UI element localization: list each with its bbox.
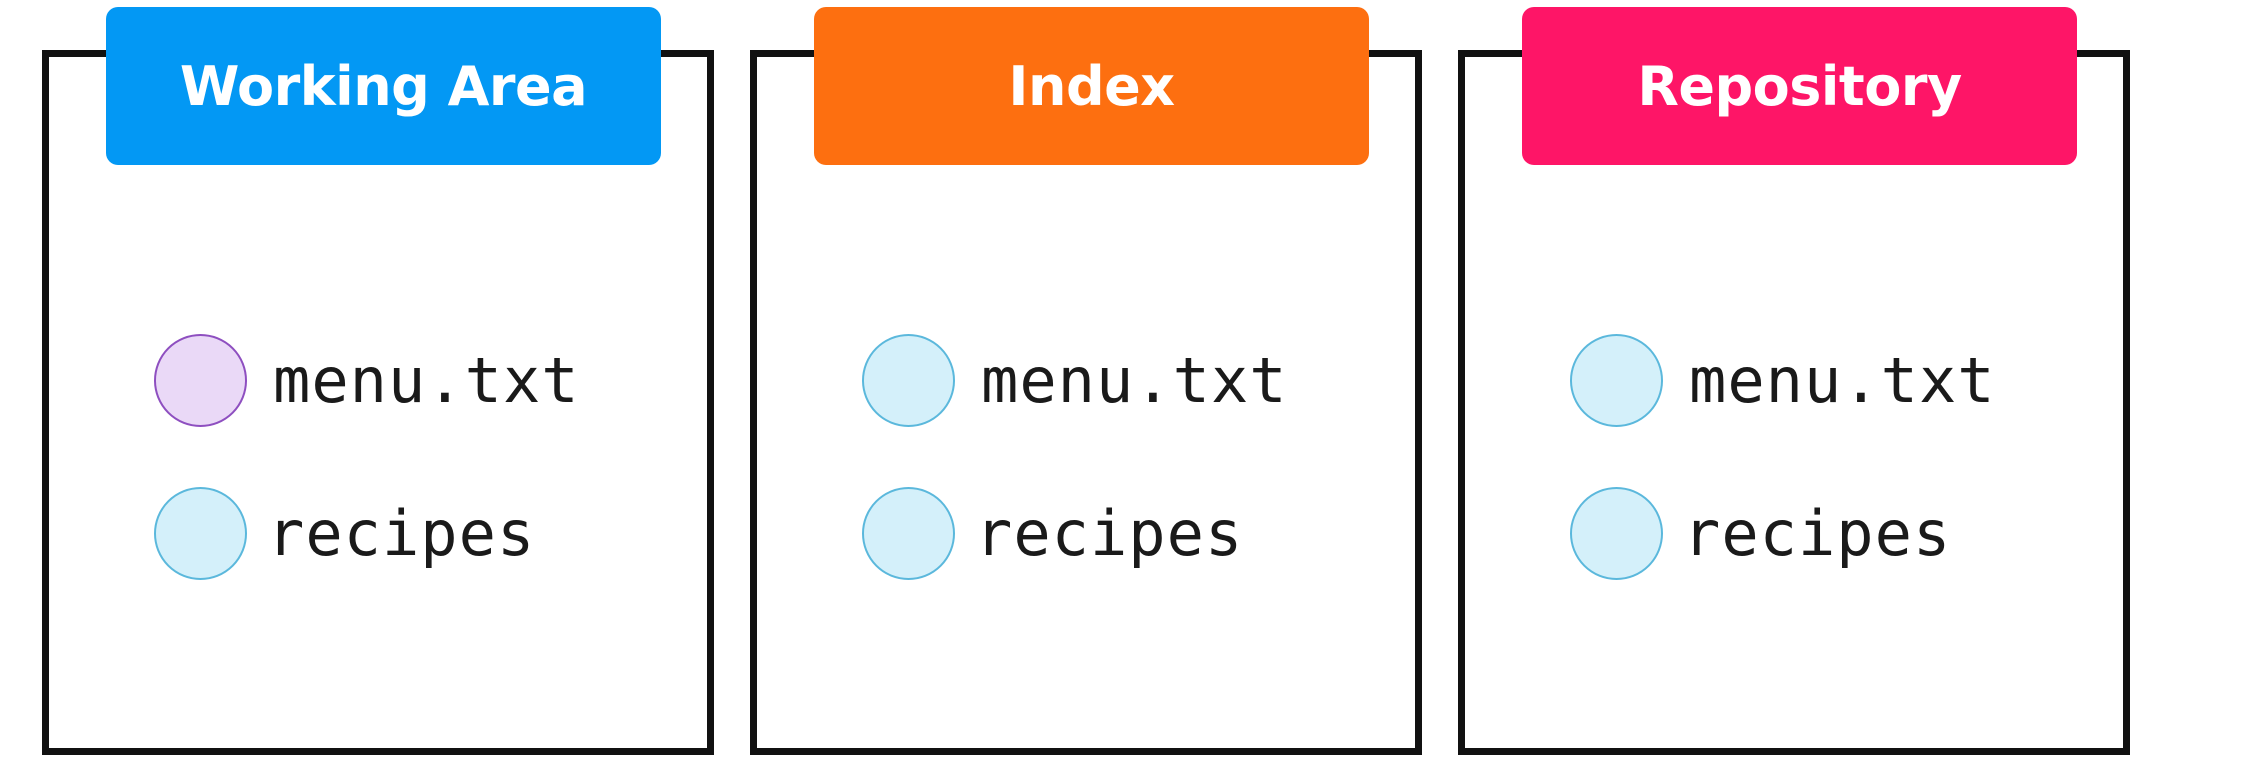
- file-item: menu.txt: [154, 330, 580, 430]
- file-name: menu.txt: [981, 343, 1288, 417]
- file-name: recipes: [975, 496, 1244, 570]
- circle-icon: [1570, 486, 1663, 580]
- circle-modified-icon: [154, 333, 247, 427]
- file-item: recipes: [1570, 483, 1951, 583]
- file-name: menu.txt: [273, 343, 580, 417]
- file-item: recipes: [862, 483, 1243, 583]
- file-item: recipes: [154, 483, 535, 583]
- index-panel: [750, 50, 1422, 755]
- circle-icon: [154, 486, 247, 580]
- index-header: Index: [814, 7, 1369, 165]
- repository-header: Repository: [1522, 7, 2077, 165]
- file-name: recipes: [1683, 496, 1952, 570]
- file-item: menu.txt: [1570, 330, 1996, 430]
- file-item: menu.txt: [862, 330, 1288, 430]
- working-area-header: Working Area: [106, 7, 661, 165]
- circle-icon: [862, 486, 955, 580]
- circle-icon: [1570, 333, 1663, 427]
- repository-panel: [1458, 50, 2130, 755]
- file-name: recipes: [267, 496, 536, 570]
- working-area-panel: [42, 50, 714, 755]
- circle-icon: [862, 333, 955, 427]
- file-name: menu.txt: [1689, 343, 1996, 417]
